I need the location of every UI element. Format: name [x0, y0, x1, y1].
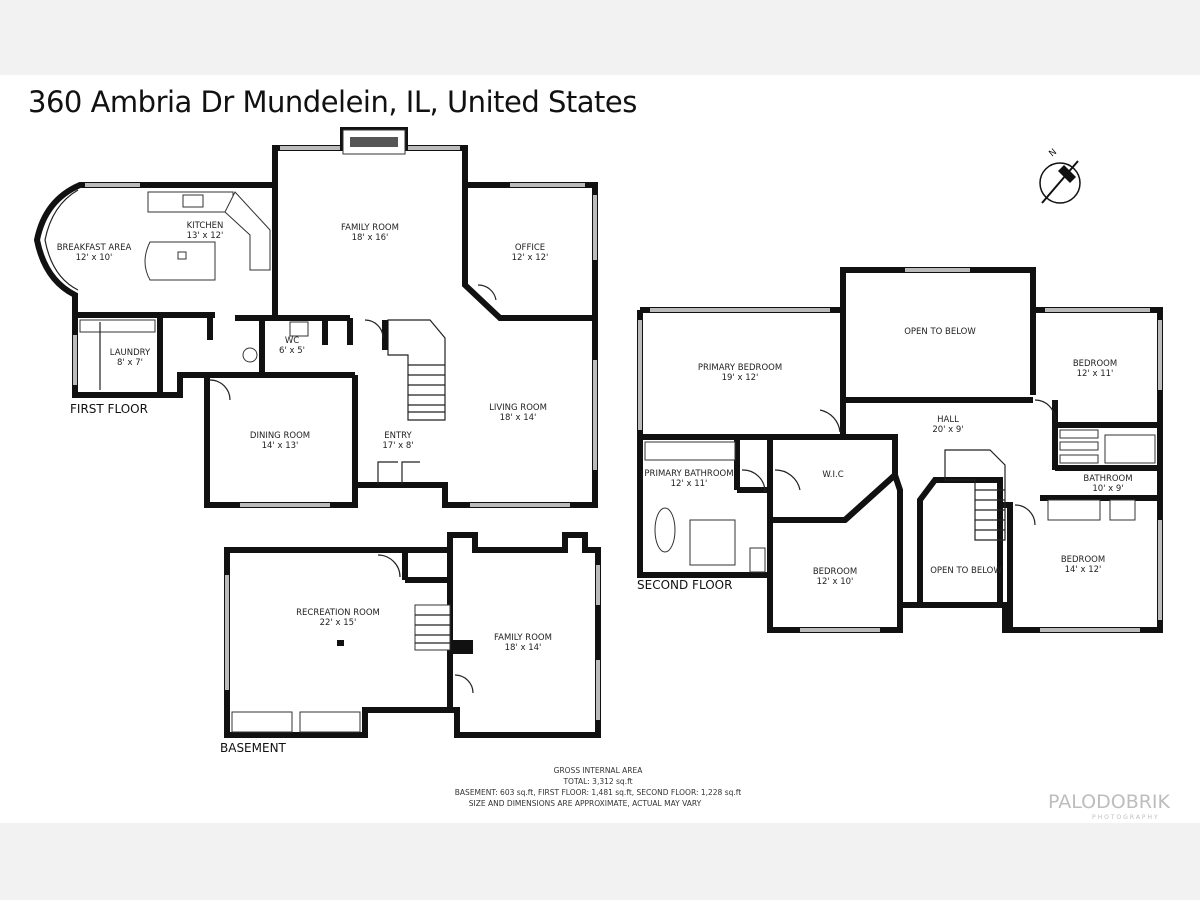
room-breakfast-name: BREAKFAST AREA: [57, 243, 132, 253]
room-kitchen-dims: 13' x 12': [187, 231, 224, 241]
area-disclaimer: SIZE AND DIMENSIONS ARE APPROXIMATE, ACT…: [469, 799, 702, 808]
room-rec-name: RECREATION ROOM: [296, 608, 380, 618]
room-hall-name: HALL: [937, 415, 959, 425]
room-bath-dims: 10' x 9': [1092, 484, 1123, 494]
room-laundry-dims: 8' x 7': [117, 358, 143, 368]
room-hall-dims: 20' x 9': [932, 425, 963, 435]
room-pbath-name: PRIMARY BATHROOM: [644, 469, 733, 479]
compass-north-letter: N: [1048, 147, 1060, 159]
room-primary-name: PRIMARY BEDROOM: [698, 363, 782, 373]
room-otb2-name: OPEN TO BELOW: [930, 566, 1002, 576]
room-living-dims: 18' x 14': [500, 413, 537, 423]
area-summary: GROSS INTERNAL AREA TOTAL: 3,312 sq.ft B…: [455, 766, 741, 808]
area-breakdown: BASEMENT: 603 sq.ft, FIRST FLOOR: 1,481 …: [455, 788, 741, 797]
second-floor-plan: OPEN TO BELOW PRIMARY BEDROOM 19' x 12' …: [637, 267, 1163, 633]
room-laundry-name: LAUNDRY: [110, 348, 151, 358]
first-floor-plan: KITCHEN 13' x 12' BREAKFAST AREA 12' x 1…: [33, 127, 598, 508]
room-dining-dims: 14' x 13': [262, 441, 299, 451]
second-floor-label: SECOND FLOOR: [637, 578, 732, 592]
room-bed2-dims: 12' x 10': [817, 577, 854, 587]
property-address: 360 Ambria Dr Mundelein, IL, United Stat…: [28, 85, 637, 119]
room-family2-dims: 18' x 14': [505, 643, 542, 653]
basement-plan: RECREATION ROOM 22' x 15' FAMILY ROOM 18…: [220, 532, 601, 755]
first-floor-label: FIRST FLOOR: [70, 402, 148, 416]
room-bed3-dims: 14' x 12': [1065, 565, 1102, 575]
room-bath-name: BATHROOM: [1083, 474, 1132, 484]
room-wic-name: W.I.C: [822, 470, 843, 480]
room-family1-dims: 18' x 16': [352, 233, 389, 243]
room-living-name: LIVING ROOM: [489, 403, 547, 413]
room-entry-dims: 17' x 8': [382, 441, 413, 451]
room-family2-name: FAMILY ROOM: [494, 633, 552, 643]
logo-sub: PHOTOGRAPHY: [1092, 814, 1160, 821]
logo-brand: PALODOBRIK: [1048, 791, 1171, 813]
room-pbath-dims: 12' x 11': [671, 479, 708, 489]
photographer-logo: PALODOBRIK PHOTOGRAPHY: [1048, 791, 1171, 821]
area-heading: GROSS INTERNAL AREA: [554, 766, 644, 775]
room-family1-name: FAMILY ROOM: [341, 223, 399, 233]
room-primary-dims: 19' x 12': [722, 373, 759, 383]
room-wc-dims: 6' x 5': [279, 346, 305, 356]
room-kitchen-name: KITCHEN: [187, 221, 224, 231]
room-bed1-name: BEDROOM: [1073, 359, 1117, 369]
room-bed2-name: BEDROOM: [813, 567, 857, 577]
room-wc-name: WC: [285, 336, 299, 346]
room-bed3-name: BEDROOM: [1061, 555, 1105, 565]
room-rec-dims: 22' x 15': [320, 618, 357, 628]
floor-plan-drawing: KITCHEN 13' x 12' BREAKFAST AREA 12' x 1…: [33, 127, 1171, 821]
floor-plan-sheet: 360 Ambria Dr Mundelein, IL, United Stat…: [0, 75, 1200, 823]
area-total: TOTAL: 3,312 sq.ft: [562, 777, 632, 786]
room-otb1-name: OPEN TO BELOW: [904, 327, 976, 337]
north-compass-icon: N: [1039, 147, 1081, 204]
room-breakfast-dims: 12' x 10': [76, 253, 113, 263]
room-entry-name: ENTRY: [384, 431, 412, 441]
room-office-name: OFFICE: [515, 243, 545, 253]
room-dining-name: DINING ROOM: [250, 431, 310, 441]
room-office-dims: 12' x 12': [512, 253, 549, 263]
basement-label: BASEMENT: [220, 741, 287, 755]
room-bed1-dims: 12' x 11': [1077, 369, 1114, 379]
